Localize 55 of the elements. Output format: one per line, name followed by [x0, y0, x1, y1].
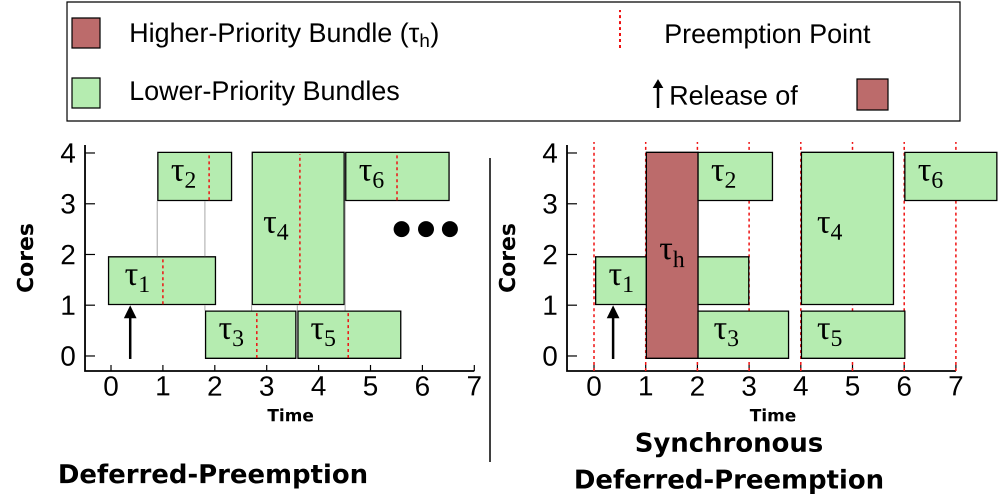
tick-label: 0: [104, 376, 118, 396]
dependency-line: [156, 200, 158, 257]
tick-label: 0: [543, 346, 557, 366]
tick-label: 1: [157, 376, 170, 396]
tick-label: 0: [61, 346, 75, 366]
tick-label: 4: [60, 143, 75, 163]
tick-label: 2: [208, 376, 222, 396]
tick-label: 1: [640, 376, 652, 396]
axis-title: Time: [267, 408, 314, 422]
tick-label: 0: [587, 376, 601, 396]
task-block: τ$_{h}$: [646, 152, 699, 359]
legend-text: Release of: [671, 85, 798, 105]
tick-label: 6: [898, 376, 911, 396]
task-block: [697, 256, 750, 306]
axis-title: Cores: [498, 224, 516, 292]
dependency-line: [204, 200, 206, 257]
task-block: τ$_{2}$: [697, 152, 774, 202]
task-block: τ$_{5}$: [297, 310, 402, 359]
tick-label: 2: [544, 244, 556, 264]
task-block: τ$_{1}$: [595, 256, 647, 306]
task-block: τ$_{1}$: [108, 256, 216, 306]
tick-label: 1: [62, 296, 74, 315]
tick-label: 6: [416, 376, 429, 396]
tick-label: 4: [794, 376, 808, 396]
tick-label: 3: [742, 376, 756, 396]
panel-title: Deferred-Preemption: [60, 463, 366, 489]
tick-label: 7: [950, 376, 962, 396]
dependency-line: [344, 200, 346, 311]
tick-label: 2: [62, 244, 74, 264]
dependency-line: [296, 304, 298, 311]
task-block: τ$_{6}$: [904, 152, 998, 202]
tick-label: 3: [61, 194, 75, 214]
legend-text: Higher-Priority Bundle (τ$_{h}$): [131, 22, 438, 48]
tick-label: 4: [312, 376, 326, 396]
axis-title: Cores: [16, 224, 34, 292]
task-block: τ$_{2}$: [157, 152, 232, 202]
panel-title: Synchronous Deferred-Preemption: [576, 432, 882, 494]
legend-text: Lower-Priority Bundles: [131, 80, 399, 106]
task-block: τ$_{4}$: [800, 152, 894, 306]
tick-label: 3: [543, 194, 557, 214]
tick-label: 5: [364, 376, 378, 396]
tick-label: 7: [468, 376, 481, 396]
legend-text: Preemption Point: [666, 23, 870, 49]
tick-label: 4: [542, 143, 557, 163]
tick-label: 2: [691, 376, 704, 396]
task-block: τ$_{5}$: [800, 310, 906, 359]
task-block: τ$_{3}$: [204, 310, 296, 359]
tick-label: 5: [846, 376, 860, 396]
axis-title: Time: [750, 408, 796, 422]
dependency-line: [204, 304, 206, 311]
tick-label: 3: [260, 376, 274, 396]
dependency-line: [251, 304, 252, 311]
task-block: τ$_{6}$: [345, 152, 450, 202]
tick-label: 1: [544, 296, 556, 315]
task-block: τ$_{3}$: [697, 310, 790, 359]
